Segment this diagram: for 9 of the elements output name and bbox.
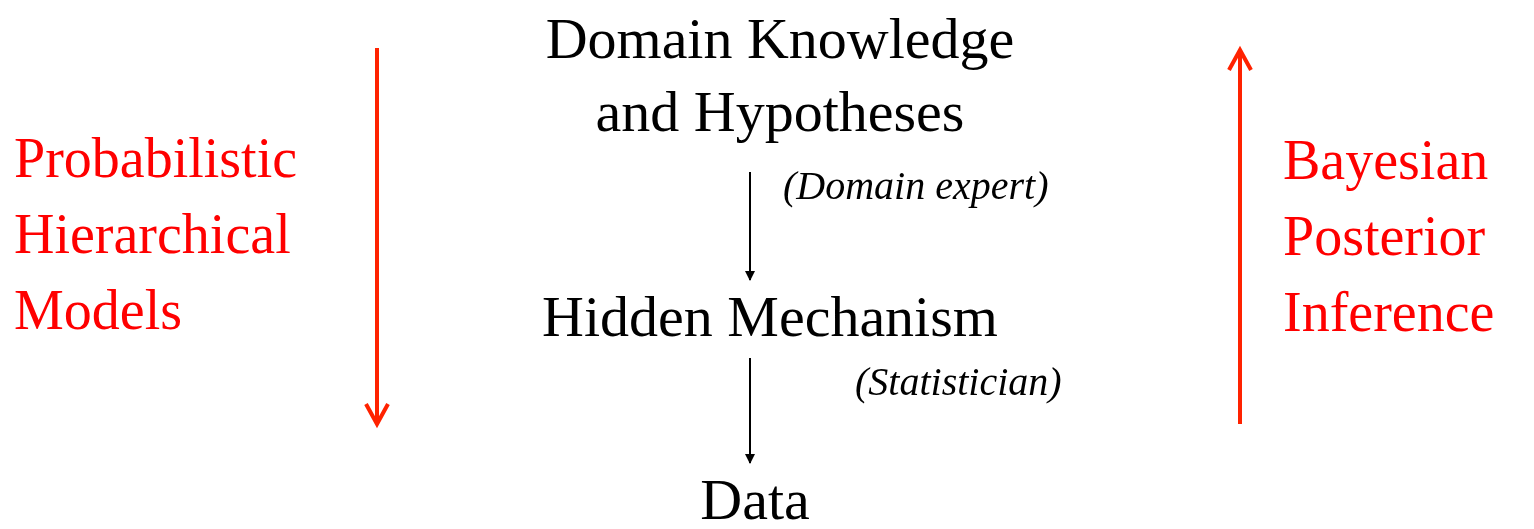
arrow [745,357,755,464]
arrow [745,171,755,281]
node-text: Domain Knowledge and Hypotheses [544,5,1016,146]
side-label: Bayesian Posterior Inference [1283,128,1496,345]
node-text: Data [700,466,810,529]
edge-label: (Statistician) [855,358,1062,405]
node-text: Hidden Mechanism [542,283,998,351]
edge-label: (Domain expert) [783,162,1049,209]
side-label: Probabilistic Hierarchical Models [14,126,299,343]
